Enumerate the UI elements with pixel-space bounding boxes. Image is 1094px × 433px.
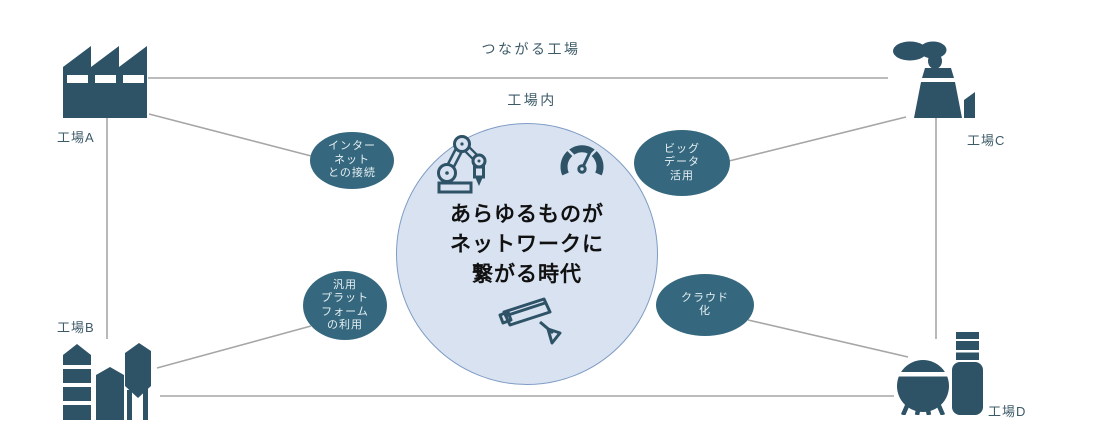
line-bigdata-bubble-factoryC [728, 116, 907, 162]
factory-a-icon [63, 46, 147, 118]
central-concept-circle: あらゆるものが ネットワークに 繋がる時代 [396, 123, 658, 385]
cctv-camera-icon [498, 297, 562, 345]
factory-a-label: 工場A [57, 130, 95, 145]
gauge-icon [560, 145, 604, 176]
line-factoryA-internet-bubble [148, 113, 316, 158]
factory-d-icon [897, 332, 983, 415]
factory-d-label: 工場D [988, 404, 1027, 419]
line-platform-bubble-factoryB [156, 325, 312, 369]
factory-c-label: 工場C [967, 133, 1006, 148]
factory-b-icon [63, 343, 151, 420]
bubble-cloud-migration: クラウド 化 [656, 274, 754, 336]
bubble-internet-connection: インター ネット との接続 [310, 132, 394, 189]
factory-c-icon [893, 41, 975, 118]
line-cloud-bubble-factoryD [747, 319, 909, 358]
central-concept-text: あらゆるものが ネットワークに 繋がる時代 [450, 203, 604, 286]
bubble-big-data-utilization: ビッグ データ 活用 [634, 130, 730, 196]
factory-b-label: 工場B [57, 320, 95, 335]
connected-factory-label: つながる工場 [481, 41, 581, 57]
inside-factory-label: 工場内 [507, 92, 557, 108]
robot-arm-icon [437, 135, 487, 194]
bubble-general-platform-use: 汎用 プラット フォーム の利用 [303, 271, 387, 340]
